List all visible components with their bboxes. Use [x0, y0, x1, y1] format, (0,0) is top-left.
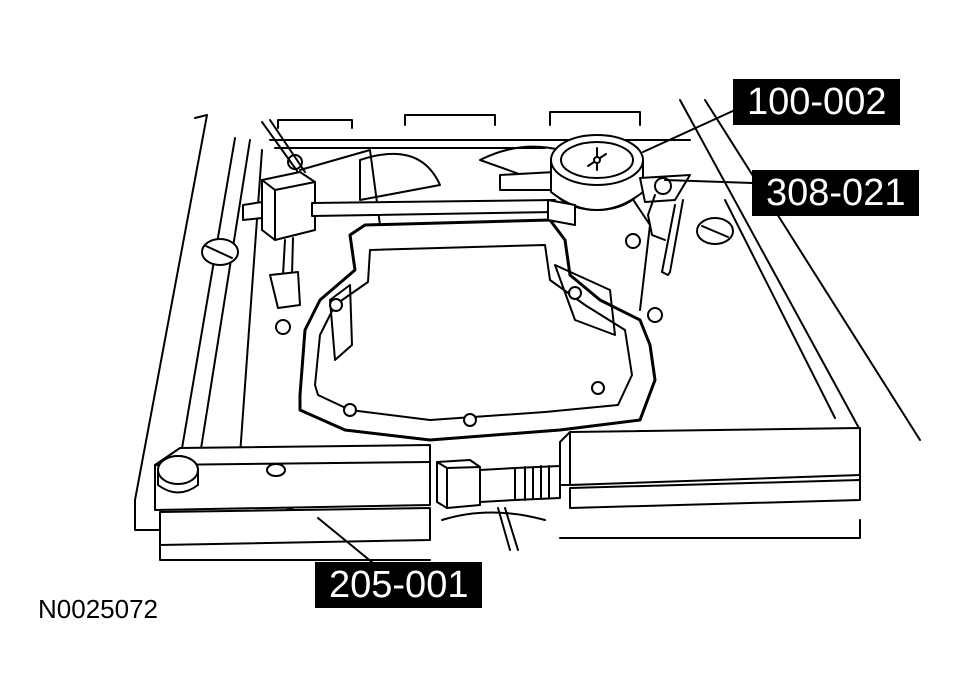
- callout-indicator-holder: 308-021: [752, 170, 920, 216]
- callout-puller-tool: 205-001: [315, 562, 483, 608]
- dial-indicator: [499, 134, 644, 226]
- bolt-holes: [269, 154, 663, 522]
- callout-dial-indicator: 100-002: [733, 79, 901, 125]
- leader-lines: [317, 109, 753, 564]
- figure-id: N0025072: [38, 594, 158, 624]
- puller-tool: [154, 427, 861, 551]
- indicator-holder: [639, 174, 691, 276]
- engine-block-base: [134, 99, 921, 561]
- indicator-support-bar: [242, 119, 556, 309]
- plug-screws: [201, 217, 734, 266]
